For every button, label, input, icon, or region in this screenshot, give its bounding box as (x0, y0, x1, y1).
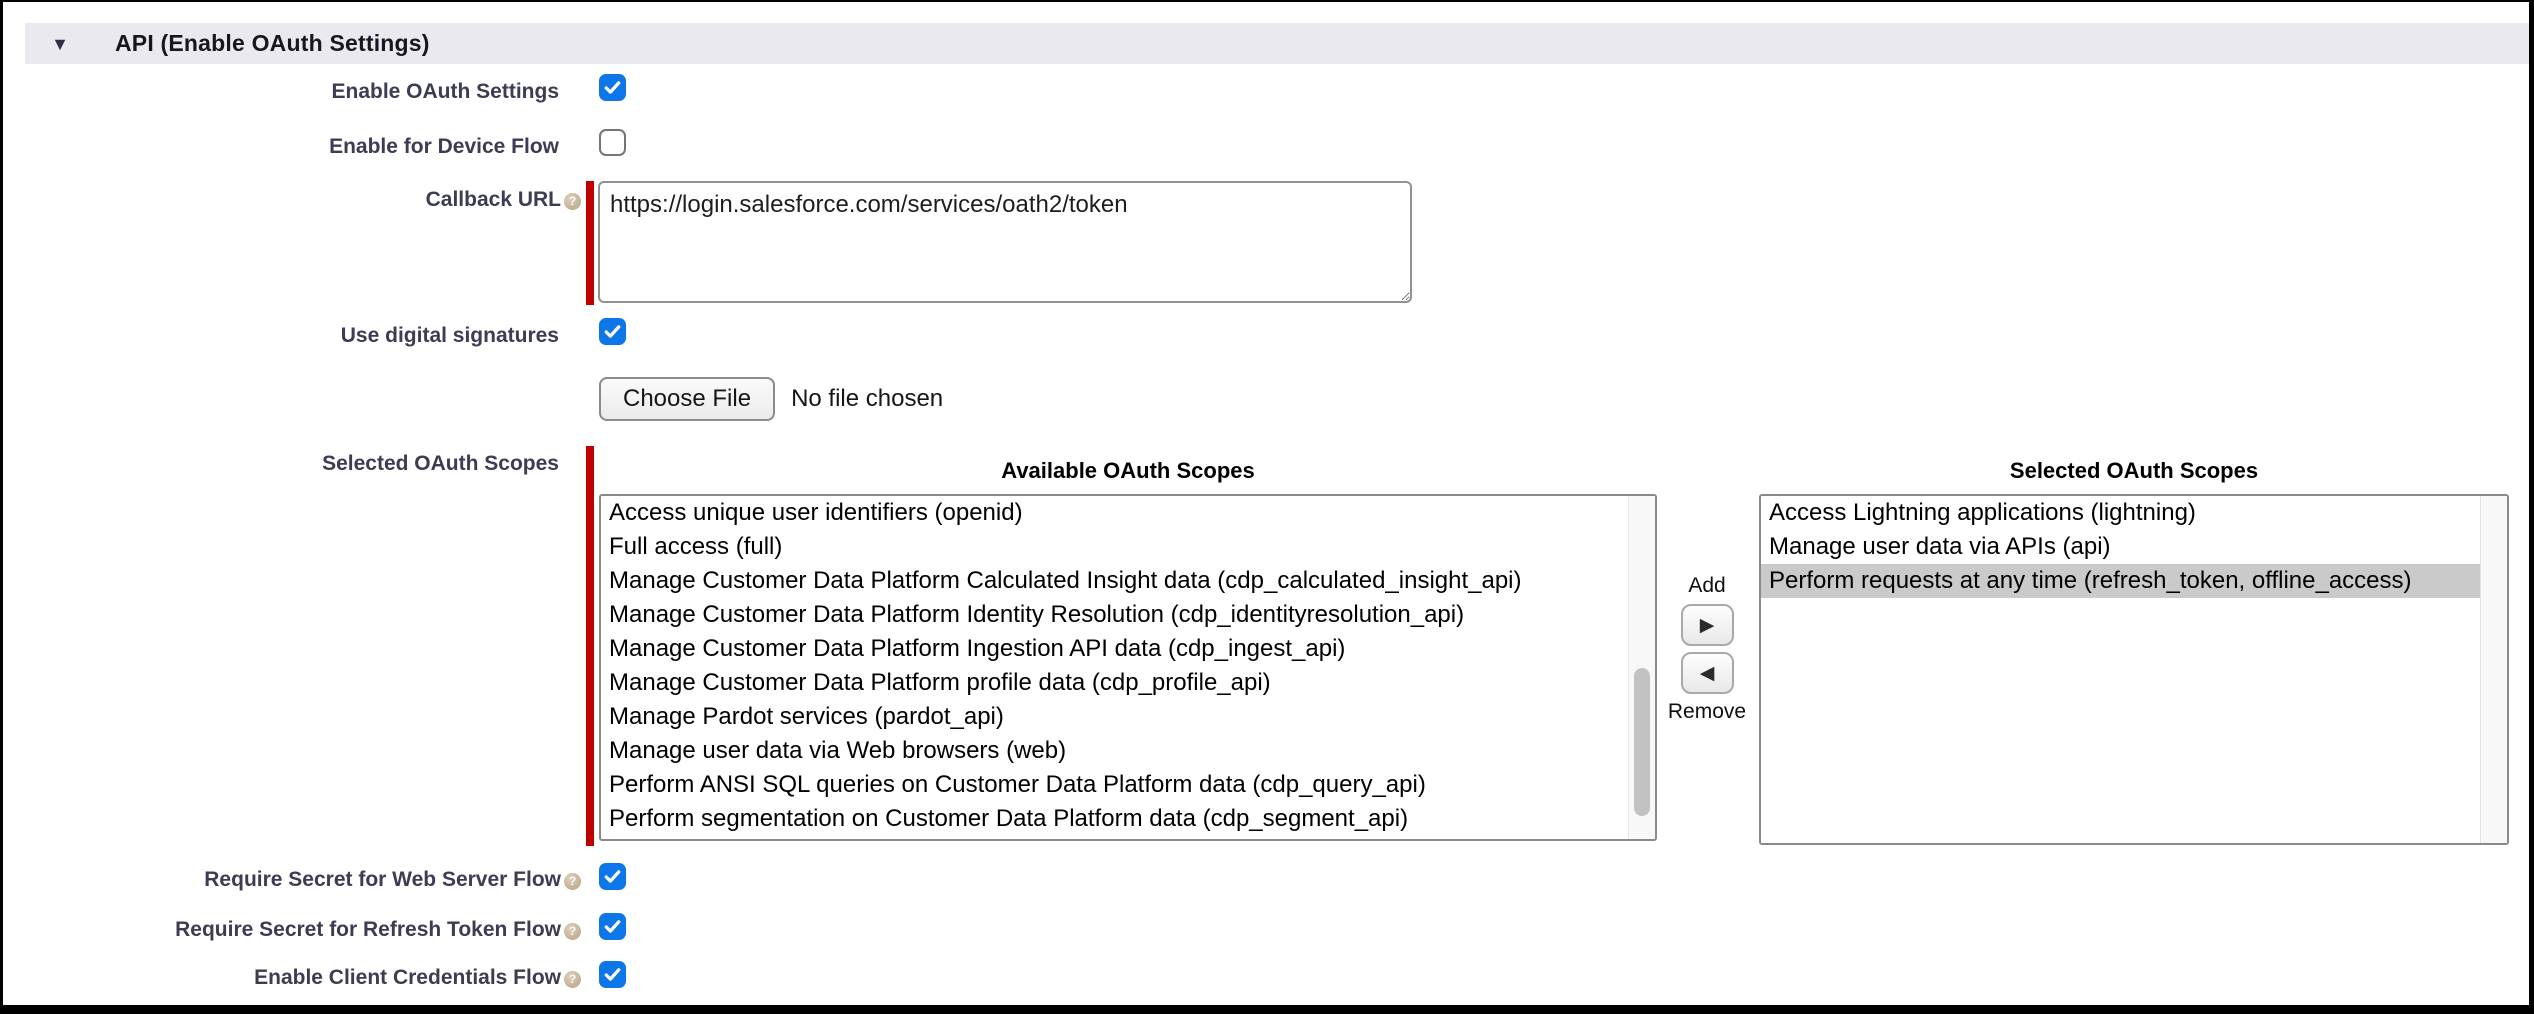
add-label: Add (1688, 574, 1726, 597)
collapse-triangle-icon[interactable]: ▼ (51, 33, 69, 54)
available-scopes-listbox[interactable]: Access unique user identifiers (openid) F… (599, 494, 1657, 841)
selected-scopes-listbox[interactable]: Access Lightning applications (lightning… (1759, 494, 2509, 845)
available-scope-option[interactable]: Manage Pardot services (pardot_api) (609, 703, 1004, 730)
choose-file-button[interactable]: Choose File (599, 377, 776, 421)
available-scope-option[interactable]: Perform segmentation on Customer Data Pl… (609, 805, 1409, 832)
selected-scopes-header: Selected OAuth Scopes (2009, 458, 2259, 483)
callback-url-label: Callback URL? (3, 186, 581, 213)
available-scope-option[interactable]: Perform ANSI SQL queries on Customer Dat… (609, 771, 1426, 798)
scrollbar-thumb[interactable] (1634, 668, 1650, 816)
checkmark-icon (604, 81, 621, 94)
device-flow-label: Enable for Device Flow (329, 135, 559, 158)
duallist-controls: Add ▶ ◀ Remove (1655, 574, 1759, 724)
selected-scope-option[interactable]: Manage user data via APIs (api) (1769, 533, 2111, 560)
right-arrow-icon: ▶ (1699, 613, 1715, 636)
require-secret-refresh-label-text: Require Secret for Refresh Token Flow (175, 918, 561, 941)
left-arrow-icon: ◀ (1699, 661, 1715, 684)
scrollbar-track[interactable] (1628, 496, 1655, 839)
available-scope-option[interactable]: Manage Customer Data Platform Calculated… (609, 567, 1522, 594)
help-icon[interactable]: ? (564, 971, 581, 988)
client-credentials-checkbox[interactable] (599, 961, 626, 988)
scrollbar-track[interactable] (2480, 496, 2507, 843)
checkmark-icon (604, 968, 621, 981)
client-credentials-label-text: Enable Client Credentials Flow (254, 966, 561, 989)
available-scope-option[interactable]: Full access (full) (609, 533, 783, 560)
callback-url-textarea[interactable]: https://login.salesforce.com/services/oa… (598, 181, 1412, 303)
help-icon[interactable]: ? (564, 923, 581, 940)
available-scope-option[interactable]: Access unique user identifiers (openid) (609, 499, 1023, 526)
callback-url-label-text: Callback URL (425, 188, 561, 211)
selected-scope-option[interactable]: Perform requests at any time (refresh_to… (1761, 564, 2507, 598)
remove-button[interactable]: ◀ (1680, 652, 1734, 694)
available-scope-option[interactable]: Manage Customer Data Platform Identity R… (609, 601, 1465, 628)
require-secret-web-label: Require Secret for Web Server Flow? (3, 866, 581, 893)
section-header-api[interactable]: ▼ API (Enable OAuth Settings) (25, 23, 2529, 64)
help-icon[interactable]: ? (564, 193, 581, 210)
available-scopes-header: Available OAuth Scopes (1001, 458, 1255, 483)
require-secret-web-checkbox[interactable] (599, 863, 626, 890)
remove-label: Remove (1667, 700, 1747, 723)
checkmark-icon (604, 870, 621, 883)
required-bar (586, 181, 594, 305)
available-scope-option[interactable]: Manage user data via Web browsers (web) (609, 737, 1067, 764)
digital-signatures-label: Use digital signatures (340, 324, 559, 347)
oauth-scopes-label: Selected OAuth Scopes (322, 452, 559, 475)
enable-oauth-checkbox[interactable] (599, 74, 626, 101)
require-secret-web-label-text: Require Secret for Web Server Flow (204, 868, 561, 891)
required-bar (586, 446, 594, 846)
enable-oauth-label: Enable OAuth Settings (331, 80, 559, 103)
selected-scope-option[interactable]: Access Lightning applications (lightning… (1769, 499, 2196, 526)
available-scope-option[interactable]: Manage Customer Data Platform Ingestion … (609, 635, 1346, 662)
digital-signatures-checkbox[interactable] (599, 318, 626, 345)
file-status-text: No file chosen (791, 385, 944, 412)
help-icon[interactable]: ? (564, 873, 581, 890)
add-button[interactable]: ▶ (1680, 604, 1734, 646)
checkmark-icon (604, 325, 621, 338)
available-scope-option[interactable]: Manage Customer Data Platform profile da… (609, 669, 1271, 696)
client-credentials-label: Enable Client Credentials Flow? (3, 964, 581, 991)
section-title: API (Enable OAuth Settings) (115, 30, 430, 56)
certificate-file-row: Choose File No file chosen (599, 376, 943, 422)
checkmark-icon (604, 920, 621, 933)
require-secret-refresh-label: Require Secret for Refresh Token Flow? (3, 916, 581, 943)
device-flow-checkbox[interactable] (599, 129, 626, 156)
require-secret-refresh-checkbox[interactable] (599, 913, 626, 940)
